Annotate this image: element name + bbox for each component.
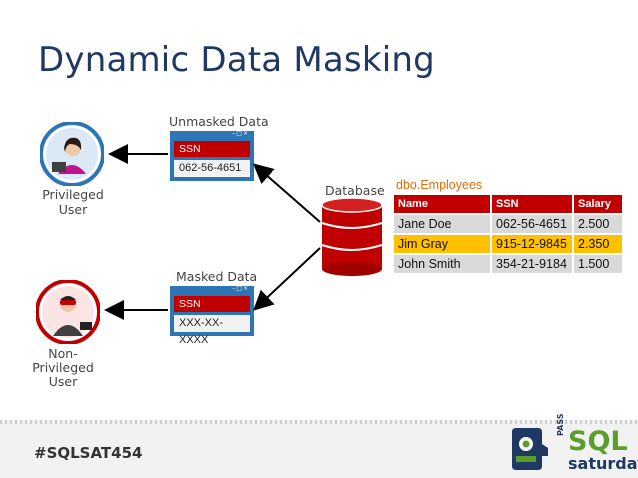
- employees-table: Name SSN Salary Jane Doe 062-56-4651 2.5…: [392, 193, 624, 275]
- table-title: dbo.Employees: [396, 178, 483, 192]
- cell-ssn: 915-12-9845: [492, 235, 572, 253]
- cell-salary: 2.500: [574, 215, 622, 233]
- cell-salary: 1.500: [574, 255, 622, 273]
- logo-primary: SQL: [568, 426, 628, 457]
- cell-name: Jane Doe: [394, 215, 490, 233]
- table-row: John Smith 354-21-9184 1.500: [394, 255, 622, 273]
- masked-window-title: Masked Data: [176, 269, 258, 284]
- window-controls-icon: –□×: [232, 285, 249, 292]
- cell-salary: 2.350: [574, 235, 622, 253]
- header-name: Name: [394, 195, 490, 213]
- event-hashtag: #SQLSAT454: [34, 444, 143, 462]
- table-header-row: Name SSN Salary: [394, 195, 622, 213]
- database-icon: [321, 197, 383, 276]
- masked-data-window: –□× SSN XXX-XX-XXXX: [170, 285, 254, 346]
- privileged-user-avatar: [40, 122, 104, 186]
- non-privileged-user-avatar: [36, 280, 100, 344]
- table-row: Jane Doe 062-56-4651 2.500: [394, 215, 622, 233]
- cell-ssn: 354-21-9184: [492, 255, 572, 273]
- cell-ssn: 062-56-4651: [492, 215, 572, 233]
- non-privileged-user-label: Non-Privileged User: [20, 347, 106, 389]
- footer-stripe: [0, 420, 638, 424]
- window-controls-icon: –□×: [232, 130, 249, 137]
- privileged-user-label: Privileged User: [42, 187, 104, 217]
- arrow-db-to-masked: [253, 247, 321, 311]
- cell-name: John Smith: [394, 255, 490, 273]
- unmasked-column-header: SSN: [174, 141, 250, 157]
- database-label: Database: [325, 183, 385, 198]
- non-privileged-label-line2: User: [48, 374, 78, 389]
- logo-tag: PASS: [556, 413, 565, 436]
- unmasked-ssn-value: 062-56-4651: [174, 160, 250, 177]
- unmasked-data-window: –□× SSN 062-56-4651: [170, 130, 254, 181]
- pass-key-icon: [512, 428, 548, 470]
- non-privileged-label-line1: Non-Privileged: [32, 346, 94, 375]
- masked-ssn-value: XXX-XX-XXXX: [174, 315, 250, 346]
- table-row: Jim Gray 915-12-9845 2.350: [394, 235, 622, 253]
- sql-saturday-logo: PASS SQL saturday: [508, 414, 638, 474]
- page-title: Dynamic Data Masking: [38, 40, 435, 80]
- header-ssn: SSN: [492, 195, 572, 213]
- header-salary: Salary: [574, 195, 622, 213]
- unmasked-window-title: Unmasked Data: [169, 114, 269, 129]
- arrow-db-to-unmasked: [252, 163, 321, 223]
- logo-secondary: saturday: [568, 454, 638, 473]
- cell-name: Jim Gray: [394, 235, 490, 253]
- masked-column-header: SSN: [174, 296, 250, 312]
